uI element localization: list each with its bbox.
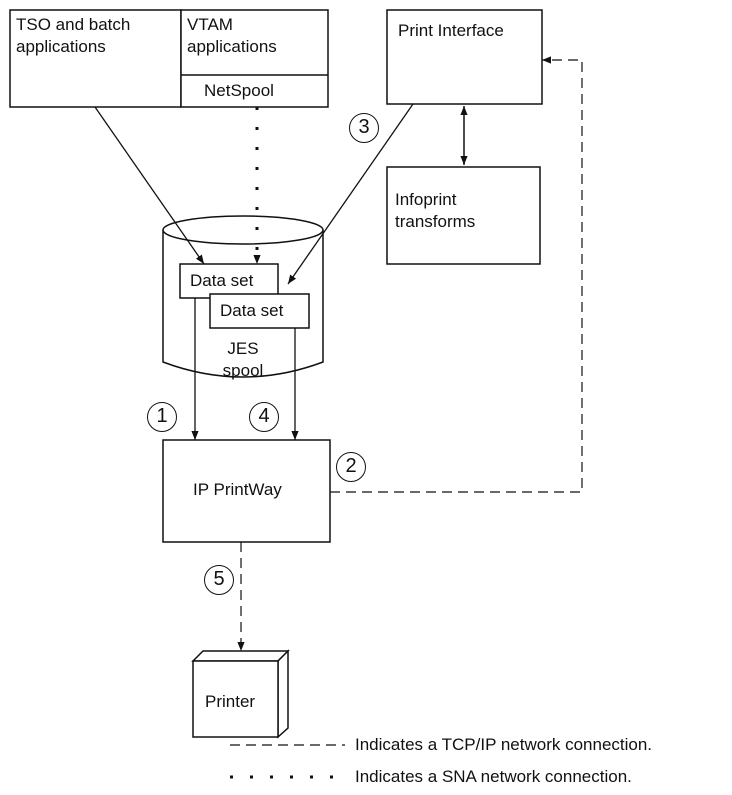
netspool-label: NetSpool xyxy=(204,81,274,100)
infoprint-label: Infoprint transforms xyxy=(395,189,475,233)
legend-sna-text: Indicates a SNA network connection. xyxy=(355,767,632,786)
tso-to-dataset-arrow xyxy=(94,106,205,265)
vtam-label-line-2: applications xyxy=(187,37,277,56)
print-interface-label: Print Interface xyxy=(398,21,504,40)
print-interface-box xyxy=(386,9,543,105)
infoprint-box xyxy=(386,166,541,265)
step-5-marker: 5 xyxy=(204,565,234,595)
step-2-marker: 2 xyxy=(336,452,366,482)
printer-label: Printer xyxy=(205,692,256,711)
tso-box xyxy=(9,9,182,108)
tso-label: TSO and batch applications xyxy=(16,14,130,58)
dataset-2-box xyxy=(209,293,310,329)
printer-box xyxy=(191,649,290,739)
dataset-2-label: Data set xyxy=(220,301,284,320)
vtam-box xyxy=(180,9,329,108)
jes-spool-label: JES spool xyxy=(218,338,268,382)
print-interface-to-dataset-arrow xyxy=(287,103,414,285)
printway-tcpip-connection xyxy=(330,56,583,493)
tso-label-line-1: TSO and batch xyxy=(16,15,131,34)
ip-printway-label: IP PrintWay xyxy=(193,480,282,499)
jes-spool-label-line-1: JES xyxy=(227,339,259,358)
dataset-1-box xyxy=(179,263,279,299)
tso-label-line-2: applications xyxy=(16,37,106,56)
vtam-label: VTAM applications xyxy=(187,14,277,58)
step-1-marker: 1 xyxy=(147,402,177,432)
infoprint-label-line-1: Infoprint xyxy=(395,190,457,209)
ip-printway-box xyxy=(162,439,331,543)
infoprint-label-line-2: transforms xyxy=(395,212,476,231)
jes-spool-label-line-2: spool xyxy=(222,361,264,380)
dataset-1-label: Data set xyxy=(190,271,254,290)
vtam-label-line-1: VTAM xyxy=(187,15,233,34)
step-3-marker: 3 xyxy=(349,113,379,143)
step-4-marker: 4 xyxy=(249,402,279,432)
legend-tcpip-text: Indicates a TCP/IP network connection. xyxy=(355,735,653,754)
